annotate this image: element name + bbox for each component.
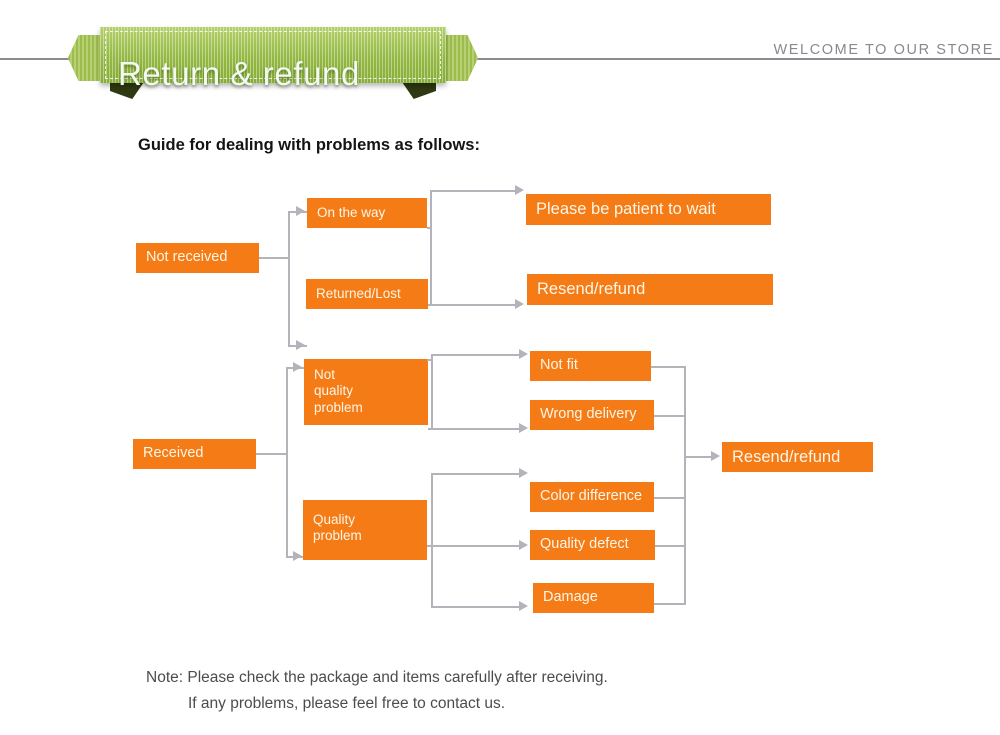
connector-line (431, 606, 521, 608)
note-line-1: Note: Please check the package and items… (146, 669, 608, 686)
flow-box-quality-problem[interactable]: Quality problem (303, 500, 427, 560)
connector-line (654, 497, 686, 499)
welcome-text: WELCOME TO OUR STORE (773, 42, 994, 58)
connector-arrow-icon (293, 362, 302, 372)
page-header: Return & refund WELCOME TO OUR STORE (0, 0, 1000, 100)
connector-arrow-icon (515, 299, 524, 309)
flow-box-please-wait[interactable]: Please be patient to wait (526, 194, 771, 225)
connector-line (288, 212, 290, 346)
connector-arrow-icon (519, 540, 528, 550)
flow-box-received[interactable]: Received (133, 439, 256, 469)
note-line-2: If any problems, please feel free to con… (188, 695, 506, 712)
connector-line (430, 190, 517, 192)
connector-arrow-icon (296, 206, 305, 216)
connector-line (684, 456, 713, 458)
connector-line (431, 545, 521, 547)
footer-note: Note: Please check the package and items… (146, 665, 608, 717)
flow-box-not-received[interactable]: Not received (136, 243, 259, 273)
flow-box-quality-defect[interactable]: Quality defect (530, 530, 655, 560)
connector-line (430, 190, 432, 305)
connector-line (655, 545, 686, 547)
connector-line (427, 227, 432, 229)
flow-box-returned-lost[interactable]: Returned/Lost (306, 279, 428, 309)
connector-arrow-icon (293, 551, 302, 561)
flow-box-not-fit[interactable]: Not fit (530, 351, 651, 381)
connector-arrow-icon (515, 185, 524, 195)
connector-line (431, 354, 433, 429)
page-title: Return & refund (118, 55, 360, 92)
connector-line (428, 428, 521, 430)
connector-line (427, 545, 433, 547)
connector-arrow-icon (519, 423, 528, 433)
flow-box-wrong-delivery[interactable]: Wrong delivery (530, 400, 654, 430)
ribbon-banner: Return & refund (68, 27, 478, 99)
connector-arrow-icon (519, 601, 528, 611)
connector-line (286, 368, 288, 556)
connector-line (684, 366, 686, 604)
guide-heading: Guide for dealing with problems as follo… (138, 136, 480, 154)
connector-arrow-icon (519, 349, 528, 359)
connector-line (651, 366, 686, 368)
flow-box-damage[interactable]: Damage (533, 583, 654, 613)
connector-arrow-icon (519, 468, 528, 478)
connector-line (256, 453, 287, 455)
ribbon-band (100, 27, 446, 83)
connector-line (427, 359, 433, 361)
header-divider (0, 58, 1000, 60)
flow-box-resend-refund-final[interactable]: Resend/refund (722, 442, 873, 472)
flow-box-color-difference[interactable]: Color difference (530, 482, 654, 512)
flow-box-not-quality-problem[interactable]: Not quality problem (304, 359, 428, 425)
connector-line (654, 415, 686, 417)
connector-line (431, 473, 433, 607)
flow-box-on-the-way[interactable]: On the way (307, 198, 427, 228)
connector-arrow-icon (296, 340, 305, 350)
connector-line (428, 304, 517, 306)
connector-line (431, 354, 521, 356)
connector-arrow-icon (711, 451, 720, 461)
connector-line (259, 257, 289, 259)
connector-line (654, 603, 686, 605)
flow-box-resend-refund-top[interactable]: Resend/refund (527, 274, 773, 305)
connector-line (431, 473, 521, 475)
